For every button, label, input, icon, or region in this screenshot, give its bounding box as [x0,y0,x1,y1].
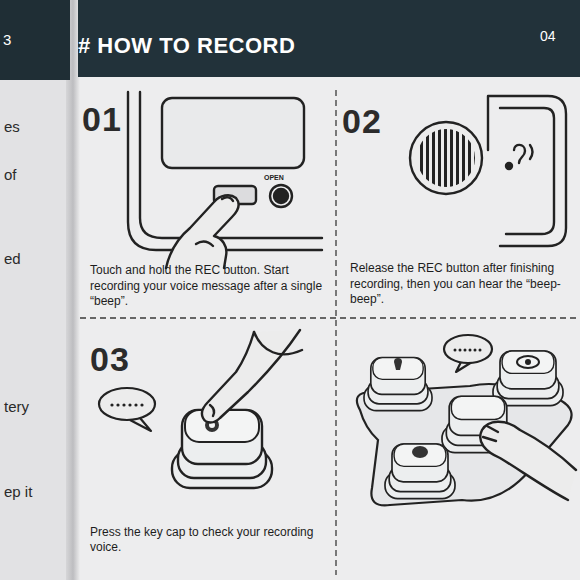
drawing-part [410,122,482,194]
drawing-part [196,242,213,246]
drawing-part [162,98,304,168]
step-number: 02 [342,104,382,138]
step-panel: 03Press the key cap to check your record… [80,322,334,562]
step-panel: 01Touch and hold the REC button. Start r… [80,90,332,316]
device-housing [488,96,566,246]
drawing-part [202,330,300,423]
previous-page [0,0,72,580]
previous-page-text: ep it [4,483,32,500]
drawing-part [270,185,292,207]
drawing-part [335,90,336,575]
drawing-part [134,403,137,406]
dog-paw [480,422,576,500]
step-instruction: Press the key cap to check your recordin… [90,525,326,556]
step-panel: 02Release the REC button after finishing… [340,90,580,314]
drawing-part [99,388,155,420]
drawing-part [80,317,580,318]
previous-page-text: tery [4,398,29,415]
panel-divider [80,90,580,575]
drawing-part [412,446,428,458]
drawing-part [454,349,457,352]
drawing-part [464,349,467,352]
drawing-part [525,359,531,365]
step-number: 03 [90,342,130,376]
drawing-part [222,197,233,201]
page-number: 04 [540,28,556,44]
previous-page-text: of [4,166,17,183]
drawing-part [506,163,512,169]
speaker [410,122,482,194]
speech-bubble [99,388,155,431]
part-label: OPEN [264,174,284,181]
drawing-part [394,358,402,370]
drawing-part [110,403,113,406]
step-instruction: Release the REC button after finishing r… [350,261,572,308]
drawing-part [116,403,119,406]
drawing-part [483,426,498,441]
drawing-part [364,358,432,411]
page-title: # HOW TO RECORD [78,33,295,59]
header-bar [0,0,70,80]
drawing-part [254,332,302,354]
drawing-part [474,349,477,352]
drawing-part [172,410,272,488]
drawing-part [417,129,475,187]
pressing-finger [166,195,239,268]
page-number: 3 [3,31,11,48]
step-number: 01 [82,102,122,136]
device-housing [128,92,322,250]
drawing-part [479,349,482,352]
previous-page-text: ed [4,250,21,267]
speech-bubble [444,335,492,372]
drawing-part [514,145,525,163]
previous-page-text: es [4,118,20,135]
drawing-part [454,349,482,352]
drawing-part [210,405,214,416]
drawing-part [122,403,125,406]
drawing-part [444,335,492,363]
drawing-part [274,189,288,203]
drawing-part [469,349,472,352]
drawing-part [385,444,455,499]
drawing-part [530,145,533,159]
header-bar [78,0,580,77]
key-cap [172,410,272,488]
drawing-part [517,356,539,368]
step-instruction: Touch and hold the REC button. Start rec… [90,263,324,310]
drawing-part [459,349,462,352]
drawing-part [480,422,576,500]
drawing-part [493,351,563,406]
drawing-part [488,96,566,246]
drawing-part [128,92,322,250]
drawing-part [128,403,131,406]
drawing-part [140,403,143,406]
pressing-finger [202,330,302,423]
drawing-part [500,108,554,234]
drawing-part [110,403,143,406]
page-fold [66,0,80,580]
drawing-part [166,195,239,268]
